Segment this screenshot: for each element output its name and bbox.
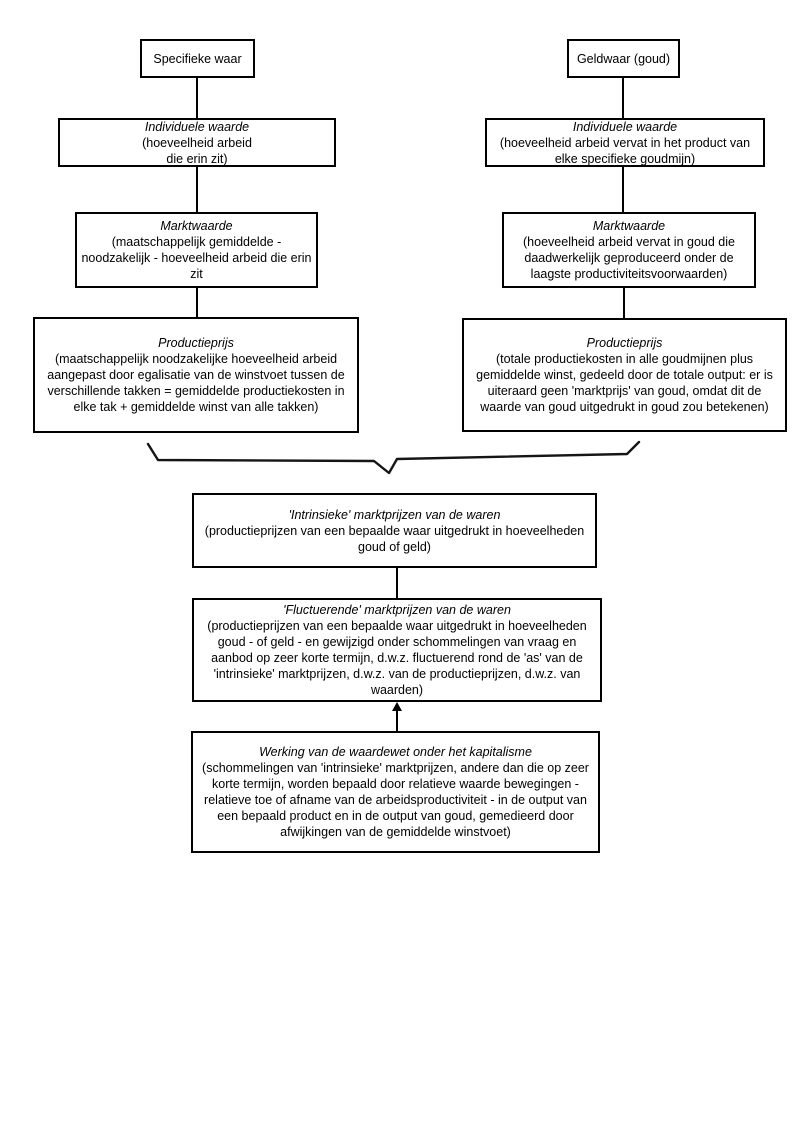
joining-brace-icon xyxy=(146,440,641,475)
box-geldwaar: Geldwaar (goud) xyxy=(567,39,680,78)
box-body: (maatschappelijk gemiddelde - noodzakeli… xyxy=(81,235,312,281)
box-marktwaarde-rechts: Marktwaarde (hoeveelheid arbeid vervat i… xyxy=(502,212,756,288)
box-title: Marktwaarde xyxy=(592,219,666,233)
connector-individuele-naar-marktwaarde-links xyxy=(196,167,198,212)
connector-geldwaar-naar-individuele xyxy=(622,78,624,118)
box-title: Individuele waarde xyxy=(572,119,678,134)
connector-individuele-naar-marktwaarde-rechts xyxy=(622,167,624,212)
box-body: (hoeveelheid arbeid vervat in goud die d… xyxy=(523,235,735,281)
connector-specifieke-naar-individuele xyxy=(196,78,198,118)
box-title: Productieprijs xyxy=(158,336,234,350)
box-title: Werking van de waardewet onder het kapit… xyxy=(259,745,532,759)
box-body: (hoeveelheid arbeid die erin zit) xyxy=(142,135,252,166)
box-body: (productieprijzen van een bepaalde waar … xyxy=(204,523,585,554)
box-individuele-waarde-links: Individuele waarde (hoeveelheid arbeid d… xyxy=(58,118,336,167)
box-fluctuerende-marktprijzen: 'Fluctuerende' marktprijzen van de waren… xyxy=(192,598,602,702)
box-body: (schommelingen van 'intrinsieke' marktpr… xyxy=(202,761,589,839)
box-marktwaarde-links: Marktwaarde (maatschappelijk gemiddelde … xyxy=(75,212,318,288)
box-body: (hoeveelheid arbeid vervat in het produc… xyxy=(499,135,751,166)
box-werking-waardewet: Werking van de waardewet onder het kapit… xyxy=(191,731,600,853)
box-productieprijs-rechts: Productieprijs (totale productiekosten i… xyxy=(462,318,787,432)
connector-marktwaarde-naar-productieprijs-rechts xyxy=(623,288,625,318)
box-title: Individuele waarde xyxy=(144,119,250,134)
box-specifieke-waar: Specifieke waar xyxy=(140,39,255,78)
connector-werking-naar-fluctuerende xyxy=(396,711,398,731)
box-body: (maatschappelijk noodzakelijke hoeveelhe… xyxy=(47,352,345,414)
connector-intrinsieke-naar-fluctuerende xyxy=(396,568,398,598)
arrow-up-icon xyxy=(392,702,402,711)
box-title: 'Intrinsieke' marktprijzen van de waren xyxy=(288,507,501,522)
box-title: Marktwaarde xyxy=(160,219,233,233)
box-title: Productieprijs xyxy=(586,336,663,350)
box-body: (productieprijzen van een bepaalde waar … xyxy=(207,619,587,697)
connector-marktwaarde-naar-productieprijs-links xyxy=(196,288,198,317)
box-body: (totale productiekosten in alle goudmijn… xyxy=(476,352,773,414)
box-title: Geldwaar (goud) xyxy=(576,51,671,66)
box-individuele-waarde-rechts: Individuele waarde (hoeveelheid arbeid v… xyxy=(485,118,765,167)
box-intrinsieke-marktprijzen: 'Intrinsieke' marktprijzen van de waren … xyxy=(192,493,597,568)
box-title: 'Fluctuerende' marktprijzen van de waren xyxy=(283,603,511,617)
box-productieprijs-links: Productieprijs (maatschappelijk noodzake… xyxy=(33,317,359,433)
box-title: Specifieke waar xyxy=(153,51,242,66)
